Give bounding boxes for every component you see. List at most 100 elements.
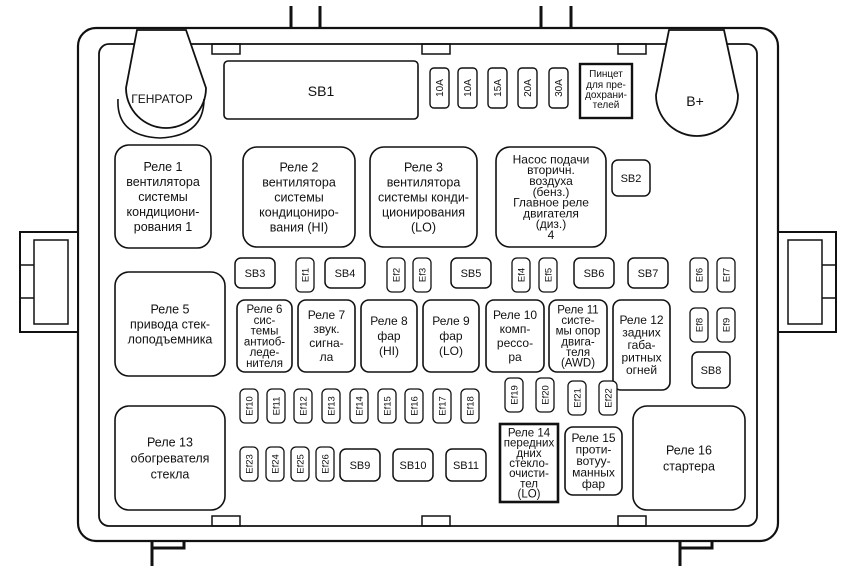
relay-text-line: ра <box>508 350 522 364</box>
sb1-fuse: SB1 <box>223 60 419 120</box>
relay-text-line: 4 <box>548 228 555 242</box>
sb7-fuse: SB7 <box>627 257 669 289</box>
generator-label: ГЕНРАТОР <box>131 92 193 106</box>
relay-text-line: Реле 3 <box>404 160 443 174</box>
sb10-label: SB10 <box>400 460 427 472</box>
ef7-label: Ef7 <box>721 268 732 282</box>
ef19-label: Ef19 <box>509 385 520 405</box>
relay-text-line: (LO) <box>439 344 463 358</box>
ef23-fuse: Ef23 <box>239 446 259 482</box>
frame-notch <box>211 515 241 527</box>
relay-text-line: манных <box>572 466 615 480</box>
relay-text-line: фар <box>439 329 463 343</box>
battery-label: B+ <box>686 93 704 109</box>
relay-text-line: кондициони- <box>127 205 200 219</box>
frame-notch <box>211 43 241 55</box>
generator-terminal: ГЕНРАТОР <box>117 29 207 139</box>
relay-text-line: Реле 7 <box>308 308 346 322</box>
ef25-fuse: Ef25 <box>290 446 310 482</box>
relay-text-line: сис- <box>254 315 276 327</box>
ef13-label: Ef13 <box>326 396 337 416</box>
ef17-fuse: Ef17 <box>432 388 452 424</box>
tweezers-line: для пре- <box>586 80 626 91</box>
rating-label: 10A <box>463 79 474 97</box>
ef16-fuse: Ef16 <box>404 388 424 424</box>
rating-fuse: 15A <box>487 67 508 109</box>
relay-text-line: Реле 1 <box>144 160 183 174</box>
ef18-label: Ef18 <box>465 396 476 416</box>
right-connector <box>777 231 837 333</box>
relay-text-line: (LO) <box>411 220 436 234</box>
relay-2: Реле 2вентиляторасистемыкондицониро-вани… <box>242 146 356 248</box>
relay-text-line: Реле 15 <box>571 431 615 445</box>
rating-fuse: 20A <box>517 67 538 109</box>
relay-text-line: антиоб- <box>244 336 285 348</box>
ef2-label: Ef2 <box>391 268 402 282</box>
relay-text-line: лоподъемника <box>128 332 213 346</box>
right-connector-inner <box>787 239 823 325</box>
relay-text-line: системы <box>138 190 188 204</box>
frame-notch <box>421 43 451 55</box>
relay-text-line: системы конди- <box>378 190 469 204</box>
relay-text-line: передних <box>504 438 555 450</box>
relay-text-line: звук. <box>313 322 339 336</box>
relay-text-line: привода стек- <box>130 317 210 331</box>
ef4-fuse: Ef4 <box>511 257 531 293</box>
relay-text-line: фар <box>582 477 606 491</box>
battery-terminal: B+ <box>655 29 739 137</box>
ef4-label: Ef4 <box>516 268 527 282</box>
sb11-fuse: SB11 <box>445 448 487 482</box>
rating-label: 20A <box>523 79 534 97</box>
frame-notch <box>617 43 647 55</box>
ef10-fuse: Ef10 <box>239 388 259 424</box>
relay-text-line: сигна- <box>309 336 343 350</box>
ef15-fuse: Ef15 <box>377 388 397 424</box>
ef1-fuse: Ef1 <box>295 257 315 293</box>
relays: Реле 1вентиляторасистемыкондициони-рован… <box>114 144 746 511</box>
sb5-label: SB5 <box>461 268 482 280</box>
relay-text-line: мы опор <box>556 326 601 338</box>
relay-text-line: фар <box>377 329 401 343</box>
relay-text-line: ритных <box>621 351 661 365</box>
relay-text-line: Реле 5 <box>151 302 190 316</box>
sb8-label: SB8 <box>701 365 722 377</box>
ef5-label: Ef5 <box>543 268 554 282</box>
ef15-label: Ef15 <box>382 396 393 416</box>
ef17-label: Ef17 <box>437 396 448 416</box>
sb7-label: SB7 <box>638 268 659 280</box>
frame-notch <box>617 515 647 527</box>
relay-text-line: двига- <box>561 336 595 348</box>
sb9-label: SB9 <box>350 460 371 472</box>
ef1-label: Ef1 <box>300 268 311 282</box>
ef26-label: Ef26 <box>320 454 331 474</box>
bottom-foot <box>150 541 186 566</box>
ef2-fuse: Ef2 <box>386 257 406 293</box>
ef8-fuse: Ef8 <box>689 307 709 343</box>
sb6-label: SB6 <box>584 268 605 280</box>
sb6-fuse: SB6 <box>573 257 615 289</box>
ef3-fuse: Ef3 <box>412 257 432 293</box>
ef14-fuse: Ef14 <box>349 388 369 424</box>
rating-label: 15A <box>493 79 504 97</box>
relay-text-line: (бенз.) <box>533 185 570 199</box>
ef9-label: Ef9 <box>721 318 732 332</box>
ef23-label: Ef23 <box>244 454 255 474</box>
relay-text-line: (LO) <box>518 489 541 501</box>
relay-text-line: теля <box>566 347 590 359</box>
relay-text-line: Реле 2 <box>280 160 319 174</box>
relay-text-line: Реле 16 <box>666 443 712 457</box>
relay-text-line: вентилятора <box>126 175 200 189</box>
relay-text-line: вентилятора <box>262 175 336 189</box>
relay-text-line: рования 1 <box>134 220 192 234</box>
relay-text-line: Насос подачи <box>513 152 590 166</box>
left-connector <box>19 231 79 333</box>
sb4-fuse: SB4 <box>324 257 366 289</box>
relay-text-line: систе- <box>561 315 594 327</box>
